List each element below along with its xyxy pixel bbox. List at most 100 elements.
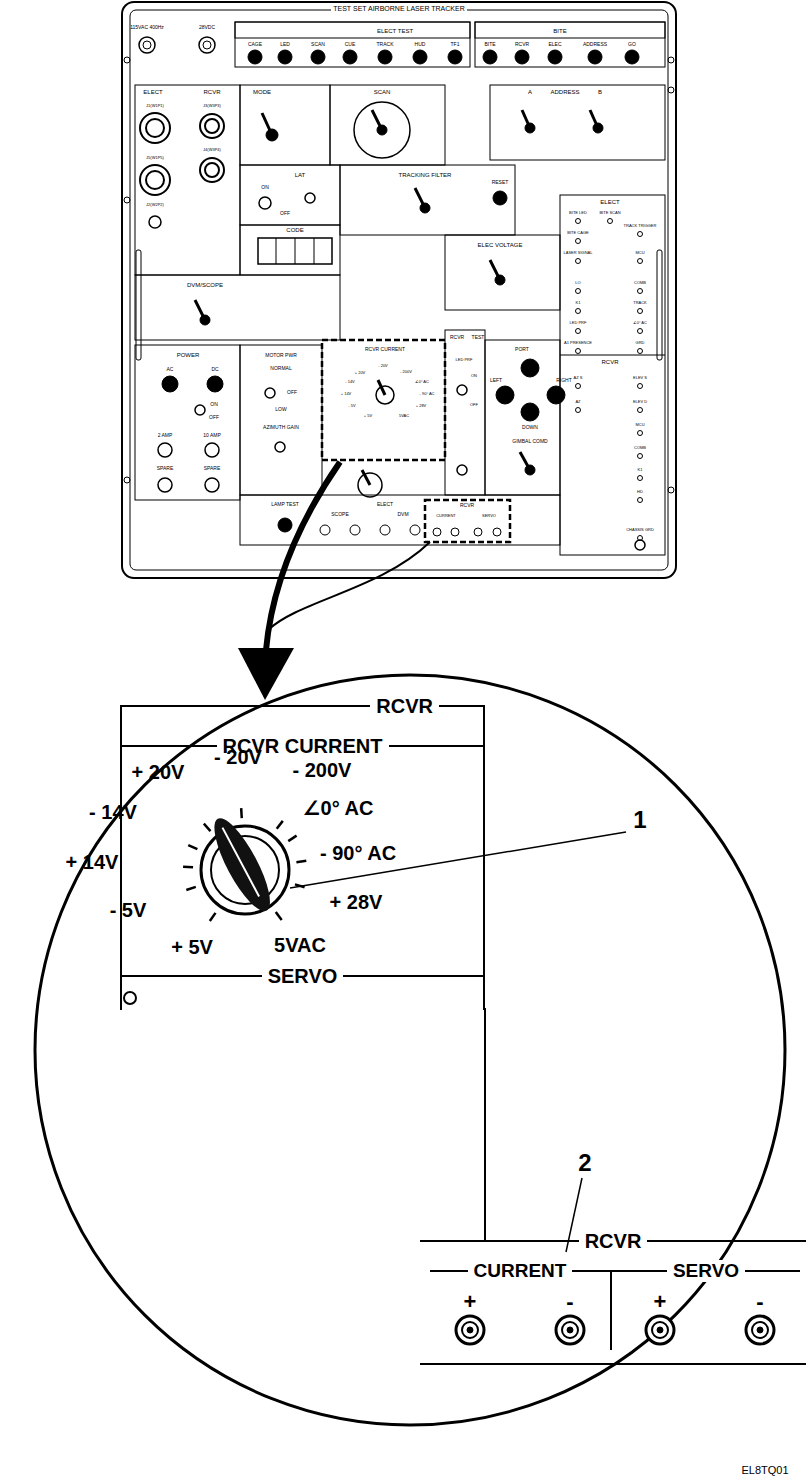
switch-position: + 5V [171, 936, 213, 958]
panel-label: DC [211, 367, 218, 373]
panel-label: TRACKING FILTER [399, 172, 452, 179]
panel-label: SERVO [482, 514, 496, 518]
panel-label: LED [280, 42, 290, 48]
panel-label: A [528, 89, 532, 96]
dial-tick [277, 821, 283, 829]
panel-label: RCVR [601, 359, 618, 366]
panel-label: TRACK [633, 301, 647, 305]
indicator-led [638, 329, 643, 334]
panel-label: LO [575, 281, 580, 285]
panel-label: DVM [397, 512, 408, 518]
callout-number: 2 [578, 1150, 591, 1176]
panel-label: AZ S [574, 376, 583, 380]
switch-position: - 200V [293, 759, 352, 781]
section-heading: SERVO [262, 964, 344, 988]
panel-label: RCVR [450, 335, 464, 341]
panel-label: J4(W3P4) [203, 148, 221, 152]
panel-label: TF1 [451, 42, 460, 48]
dial-tick [210, 913, 216, 921]
panel-label: ELECT TEST [377, 28, 413, 35]
panel-label: AZIMUTH GAIN [263, 425, 299, 431]
panel-label: CODE [286, 227, 303, 234]
switch-position: ∠0° AC [303, 797, 374, 819]
dial-ticks [183, 808, 306, 921]
panel-label: + 14V [341, 392, 352, 396]
panel-label: MOTOR PWR [265, 353, 297, 359]
panel-label: ELECT [377, 502, 393, 508]
panel-label: DVM/SCOPE [187, 282, 223, 289]
panel-label: ELECT [600, 199, 619, 206]
test-set-panel: TEST SET AIRBORNE LASER TRACKER [122, 2, 676, 578]
panel-label: AZ [575, 400, 580, 404]
panel-label: SCAN [374, 89, 391, 96]
indicator-led [638, 408, 643, 413]
rcvr-section: RCVRRCVR CURRENTSERVO [120, 705, 485, 1010]
panel-label: + [654, 1290, 667, 1314]
panel-label: TEST [472, 335, 485, 341]
panel-sections [135, 22, 665, 555]
panel-label: ADDRESS [583, 42, 607, 48]
panel-label: CAGE [248, 42, 262, 48]
heading-row: RCVR CURRENT [120, 734, 485, 758]
heading-row: CURRENT [430, 1260, 610, 1283]
panel-label: LED PRF [570, 321, 587, 325]
panel-frame [122, 2, 676, 578]
indicator-led [608, 219, 613, 224]
dial-tick [204, 824, 211, 831]
panel-label: HUD [415, 42, 426, 48]
panel-label: 115VAC 400Hz [130, 25, 164, 31]
indicator-led [638, 476, 643, 481]
indicator-led [576, 289, 581, 294]
panel-label: BITE [484, 42, 495, 48]
panel-label: + 5V [364, 414, 372, 418]
indicator-led [638, 349, 643, 354]
panel-label: NORMAL [270, 366, 291, 372]
indicator-led [576, 329, 581, 334]
section-heading: TEST SET AIRBORNE LASER TRACKER [331, 5, 466, 13]
heading-row: SERVO [120, 964, 485, 988]
jack-panel: RCVRCURRENTSERVO [420, 1240, 806, 1365]
panel-label: LED PRF [456, 358, 473, 362]
figure-id: EL8TQ01 [741, 1464, 788, 1476]
panel-label: POWER [177, 352, 200, 359]
panel-label: ELEC [548, 42, 561, 48]
panel-label: GO [628, 42, 636, 48]
panel-label: RCVR [460, 503, 474, 509]
panel-label: A1 PRESENCE [564, 341, 592, 345]
servo-section: SERVO [120, 975, 485, 1010]
panel-label: 28VDC [199, 25, 215, 31]
indicator-led [638, 536, 643, 541]
dial-tick [276, 912, 282, 920]
indicator-led [638, 498, 643, 503]
panel-label: - 14V [345, 380, 355, 384]
indicator-led [576, 309, 581, 314]
panel-label: LAT [295, 172, 306, 179]
panel-label: J1(W1P1) [146, 104, 164, 108]
panel-label: BITE CAGE [567, 231, 588, 235]
indicator-led [638, 309, 643, 314]
panel-label: ON [471, 374, 477, 378]
indicator-led [638, 431, 643, 436]
heading-row: RCVR [122, 694, 483, 718]
section-heading: RCVR [370, 694, 439, 718]
heading-row: SERVO [612, 1260, 800, 1283]
panel-label: ELECT [143, 89, 162, 96]
panel-label: ELEC VOLTAGE [478, 242, 523, 249]
panel-label: - 20V [378, 364, 388, 368]
panel-label: ∠0° AC [633, 321, 647, 325]
heading-row: RCVR [420, 1229, 806, 1253]
panel-label: CHASSIS GRD [626, 528, 654, 532]
indicator-leds [576, 219, 643, 541]
panel-label: BITE LED [569, 211, 587, 215]
indicator-led [576, 384, 581, 389]
switch-position: 5VAC [274, 934, 326, 956]
panel-label: J3(W3P3) [203, 104, 221, 108]
jacks [456, 1316, 774, 1344]
panel-label: LAMP TEST [271, 502, 299, 508]
panel-label: RCVR CURRENT [365, 347, 405, 353]
switch-position: + 20V [132, 761, 185, 783]
panel-label: ELEV D [633, 400, 647, 404]
panel-label: 2 AMP [158, 433, 173, 439]
panel-label: COMB [634, 446, 646, 450]
panel-label: - 90° AC [420, 392, 435, 396]
